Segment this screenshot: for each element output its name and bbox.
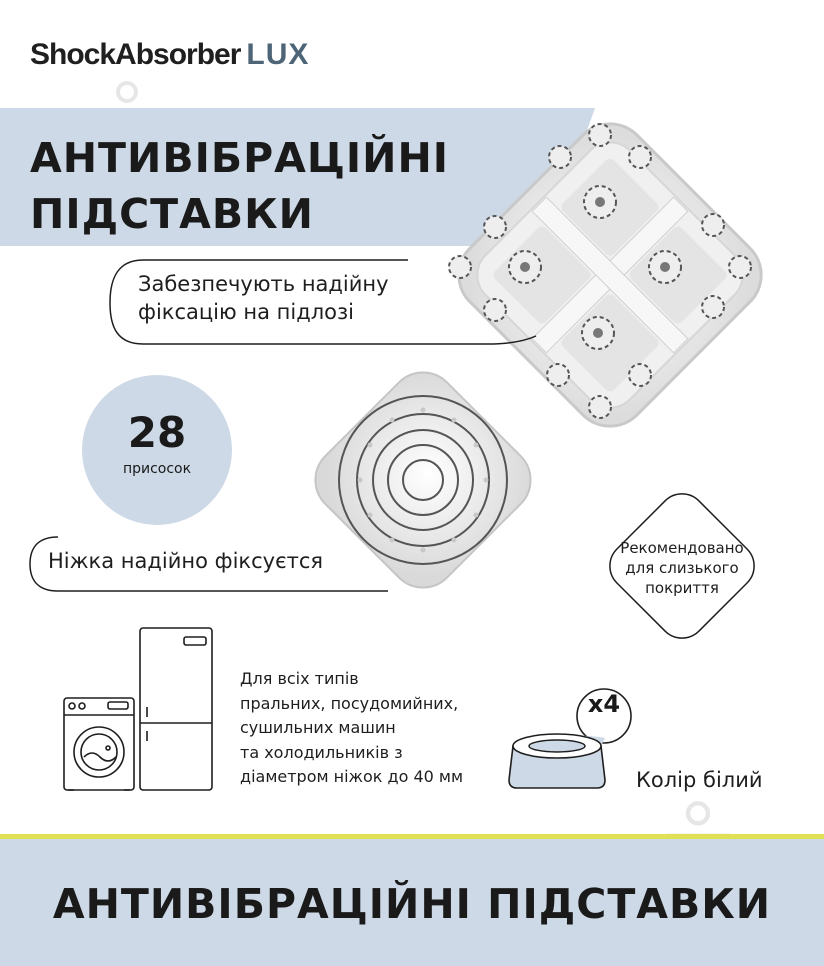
fixation-line2: фіксацію на підлозі bbox=[138, 300, 354, 324]
surface-line2: для слизького bbox=[625, 559, 739, 577]
footer-title: АНТИВІБРАЦІЙНІ ПІДСТАВКИ bbox=[52, 880, 772, 928]
leg-text: Ніжка надійно фіксуєтся bbox=[48, 549, 324, 573]
compat-line: та холодильників з bbox=[240, 742, 403, 762]
compat-line: Для всіх типів bbox=[240, 669, 359, 688]
compat-line: діаметром ніжок до 40 мм bbox=[240, 767, 464, 786]
compatibility-text: Для всіх типів пральних, посудомийних, с… bbox=[240, 667, 463, 790]
brand-suffix: LUX bbox=[246, 38, 310, 71]
fixation-callout: Забезпечують надійну фіксацію на підлозі bbox=[108, 258, 538, 348]
page-title-line2: ПІДСТАВКИ bbox=[30, 190, 314, 238]
quantity-label: x4 bbox=[587, 690, 621, 718]
pad-suction-image bbox=[314, 371, 532, 589]
suction-count-badge: 28 присосок bbox=[82, 375, 232, 525]
surface-line1: Рекомендовано bbox=[620, 539, 744, 557]
surface-diamond: Рекомендовано для слизького покриття bbox=[584, 468, 780, 664]
title-band bbox=[0, 108, 530, 246]
compat-line: сушильних машин bbox=[240, 718, 396, 737]
compat-line: пральних, посудомийних, bbox=[240, 693, 459, 713]
appliances-icon bbox=[63, 627, 213, 791]
pad-icon bbox=[508, 688, 632, 789]
pad-bottom-image bbox=[448, 122, 763, 428]
page-title: АНТИВІБРАЦІЙНІ ПІДСТАВКИ bbox=[30, 130, 449, 242]
leg-callout: Ніжка надійно фіксуєтся bbox=[28, 535, 388, 593]
washing-machine-icon bbox=[63, 697, 135, 791]
accent-line bbox=[0, 834, 824, 839]
color-label: Колір білий bbox=[636, 768, 763, 792]
footer-band bbox=[0, 839, 824, 966]
surface-line3: покриття bbox=[645, 579, 719, 597]
suction-count: 28 bbox=[127, 408, 187, 457]
page-title-line1: АНТИВІБРАЦІЙНІ bbox=[30, 134, 450, 182]
suction-label: присосок bbox=[122, 461, 192, 477]
fixation-line1: Забезпечують надійну bbox=[138, 272, 389, 296]
refrigerator-icon bbox=[139, 627, 213, 791]
brand-name: ShockAbsorber bbox=[30, 38, 241, 71]
